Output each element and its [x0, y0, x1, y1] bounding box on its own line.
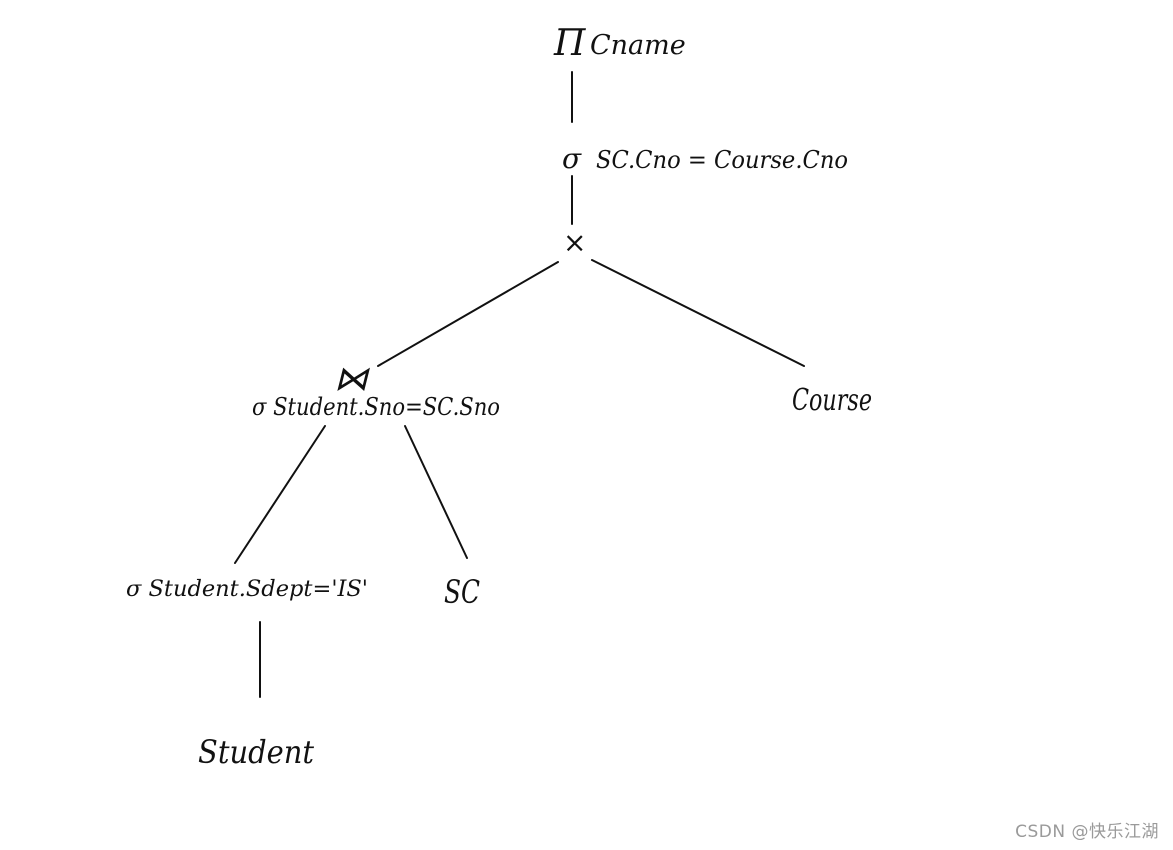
watermark-text: CSDN @快乐江湖	[1015, 822, 1159, 842]
join-label: σ Student.Sno=SC.Sno	[252, 393, 500, 421]
join-symbol: ⋈	[334, 359, 370, 399]
product-symbol: ×	[563, 226, 586, 259]
selection-course-symbol: σ	[562, 142, 582, 175]
course-label: Course	[792, 383, 872, 418]
projection-symbol: Π	[553, 23, 586, 64]
edge-product-join	[377, 261, 559, 367]
selection-student-label: σ Student.Sdept='IS'	[126, 577, 368, 602]
edge-join-student-selection	[234, 425, 326, 564]
sc-label: SC	[444, 573, 480, 611]
edge-join-sc	[404, 425, 468, 559]
selection-course-label: SC.Cno = Course.Cno	[596, 146, 848, 174]
edge-product-course	[591, 259, 805, 367]
student-label: Student	[198, 733, 314, 771]
projection-label: Cname	[590, 30, 686, 61]
